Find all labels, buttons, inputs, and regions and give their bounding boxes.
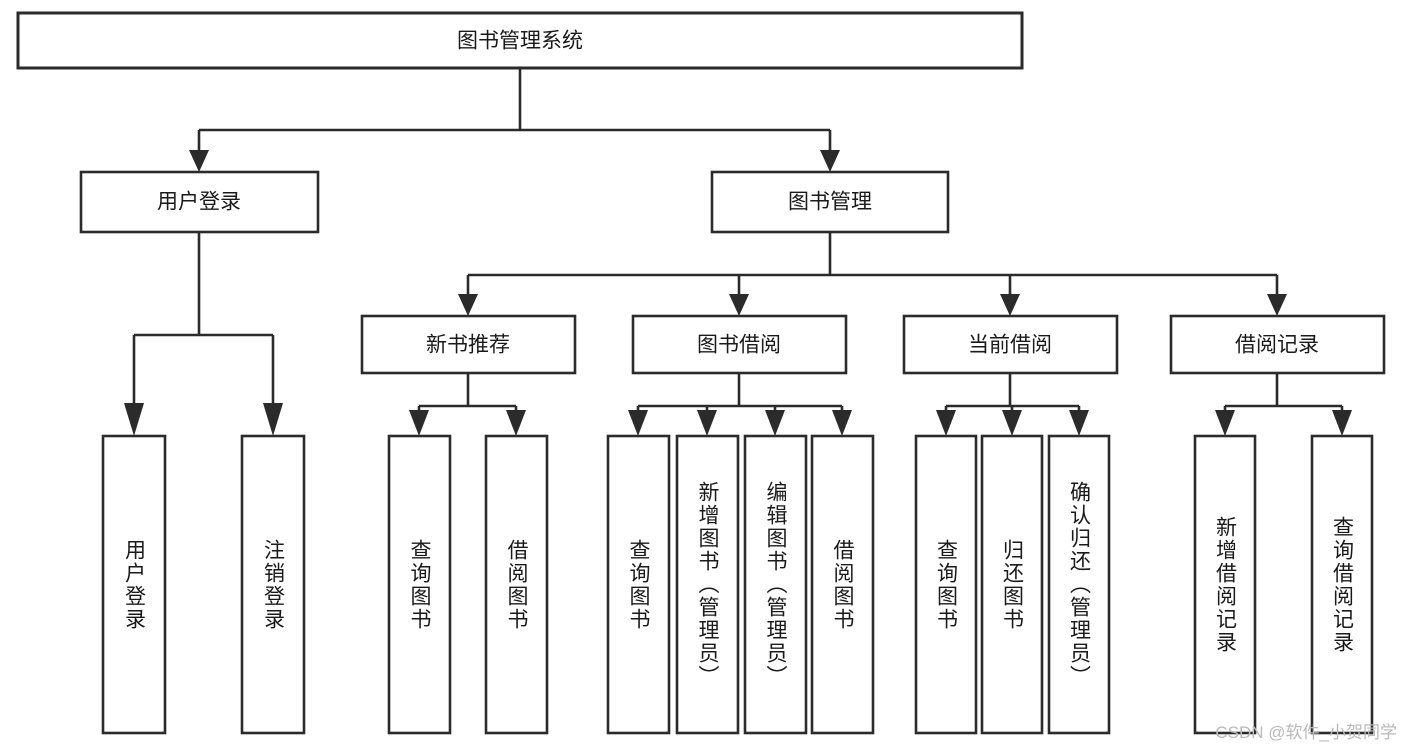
node-box-leaf-query-book-1[interactable] — [387, 434, 452, 735]
arrow-head-leaf-add-book — [697, 410, 717, 436]
node-label-book-manage: 图书管理 — [788, 191, 872, 214]
node-label-current-borrow: 当前借阅 — [968, 334, 1052, 357]
node-box-leaf-query-book-2[interactable] — [606, 434, 671, 735]
node-label-root: 图书管理系统 — [457, 30, 583, 53]
arrow-head-borrow-record — [1267, 294, 1287, 316]
node-box-new-book-rec[interactable] — [360, 314, 577, 375]
node-box-leaf-return-book[interactable] — [980, 434, 1044, 735]
arrow-head-leaf-confirm-return — [1069, 410, 1089, 436]
arrow-head-leaf-user-login — [124, 403, 144, 436]
arrow-head-new-book-rec — [458, 294, 478, 316]
arrow-head-leaf-edit-book — [765, 410, 785, 436]
node-box-user-login[interactable] — [79, 170, 320, 234]
arrow-head-current-borrow — [1000, 294, 1020, 316]
node-box-leaf-borrow-book-2[interactable] — [810, 434, 875, 735]
node-group: 图书管理系统 用户登录 图书管理 新书推荐 图书借阅 当前借阅 借阅记录 — [16, 11, 1386, 735]
arrow-head-leaf-user-logout — [263, 403, 283, 436]
node-box-leaf-add-record[interactable] — [1193, 434, 1257, 735]
node-label-borrow-record: 借阅记录 — [1235, 334, 1319, 357]
arrow-head-user-login — [189, 150, 209, 172]
edge-group — [124, 68, 1352, 436]
node-box-leaf-user-logout[interactable] — [240, 434, 306, 735]
arrow-head-leaf-add-record — [1215, 410, 1235, 436]
arrow-head-book-manage — [820, 150, 840, 172]
node-box-leaf-query-record[interactable] — [1310, 434, 1374, 735]
arrow-head-leaf-return-book — [1002, 410, 1022, 436]
node-box-book-borrow[interactable] — [631, 314, 848, 375]
node-box-leaf-borrow-book-1[interactable] — [484, 434, 549, 735]
node-label-new-book-rec: 新书推荐 — [426, 334, 510, 357]
node-box-leaf-edit-book[interactable] — [743, 434, 808, 735]
node-box-book-manage[interactable] — [710, 170, 950, 234]
node-box-leaf-confirm-return[interactable] — [1047, 434, 1111, 735]
arrow-head-leaf-borrow-book-2 — [832, 410, 852, 436]
arrow-head-leaf-query-record — [1332, 410, 1352, 436]
node-box-leaf-user-login[interactable] — [101, 434, 167, 735]
arrow-head-book-borrow — [729, 294, 749, 316]
node-box-leaf-add-book[interactable] — [675, 434, 740, 735]
node-box-leaf-query-book-3[interactable] — [914, 434, 978, 735]
arrow-head-leaf-borrow-book-1 — [506, 410, 526, 436]
node-box-root[interactable] — [16, 11, 1024, 70]
arrow-head-leaf-query-book-1 — [409, 410, 429, 436]
node-box-borrow-record[interactable] — [1169, 314, 1386, 375]
node-box-current-borrow[interactable] — [902, 314, 1119, 375]
node-label-book-borrow: 图书借阅 — [697, 334, 781, 357]
csdn-watermark: CSDN @软件_小贺同学 — [1215, 723, 1397, 742]
node-label-user-login: 用户登录 — [157, 191, 241, 214]
arrow-head-leaf-query-book-3 — [936, 410, 956, 436]
arrow-head-leaf-query-book-2 — [628, 410, 648, 436]
